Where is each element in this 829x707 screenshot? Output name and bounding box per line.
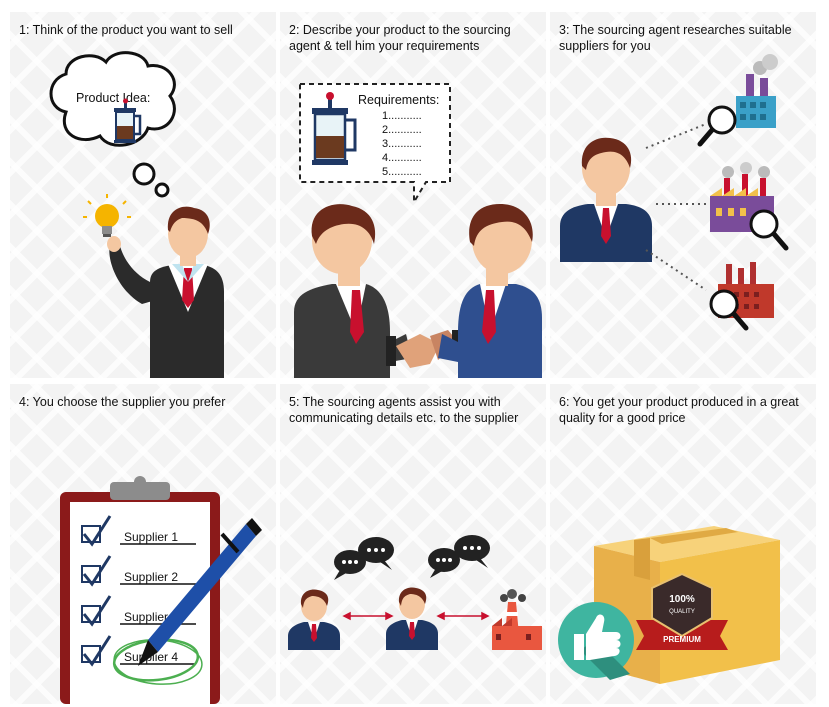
businessman-figure — [107, 206, 224, 378]
step-6-text: 6: You get your product produced in a gr… — [559, 395, 799, 425]
requirement-line: 3........... — [382, 138, 422, 150]
supplier-label: Supplier 1 — [124, 530, 178, 544]
bubble-label: Product Idea: — [76, 91, 150, 105]
step-4-illustration: Supplier 1 Supplier 2 Supplier 3 Supplie… — [60, 476, 262, 704]
french-press-icon — [312, 92, 357, 165]
step-3-panel: 3: The sourcing agent researches suitabl… — [550, 12, 816, 378]
step-1-text: 1: Think of the product you want to sell — [19, 23, 233, 37]
checklist: Supplier 1 Supplier 2 Supplier 3 Supplie… — [81, 515, 196, 667]
speech-bubbles-icon — [334, 537, 394, 580]
step-6-panel: 6: You get your product produced in a gr… — [550, 384, 816, 704]
arrow-icon — [342, 611, 394, 621]
step-5-illustration — [288, 535, 542, 650]
factory-icon — [492, 589, 542, 650]
quality-seal: 100% QUALITY PREMIUM — [636, 572, 728, 650]
step-3-text: 3: The sourcing agent researches suitabl… — [559, 23, 792, 53]
step-4-text: 4: You choose the supplier you prefer — [19, 395, 226, 409]
step-3-illustration — [560, 54, 789, 331]
client-figure — [288, 589, 340, 650]
step-6-illustration: 100% QUALITY PREMIUM — [558, 526, 780, 684]
step-2-panel: 2: Describe your product to the sourcing… — [280, 12, 546, 378]
magnifier-icon — [709, 289, 749, 331]
pen-icon — [138, 518, 262, 666]
step-2-text: 2: Describe your product to the sourcing… — [289, 23, 511, 53]
supplier-label: Supplier 4 — [124, 650, 178, 664]
step-1-panel: 1: Think of the product you want to sell… — [10, 12, 276, 378]
requirement-line: 4........... — [382, 152, 422, 164]
step-2-illustration: Requirements: 1........... 2........... … — [294, 83, 542, 378]
french-press-icon — [114, 98, 142, 143]
speech-bubbles-icon — [428, 535, 490, 578]
thought-cloud — [49, 51, 176, 198]
step-5-panel: 5: The sourcing agents assist you with c… — [280, 384, 546, 704]
checkbox-icon — [81, 515, 112, 547]
ribbon-text: PREMIUM — [663, 635, 701, 644]
step-5-text: 5: The sourcing agents assist you with c… — [289, 395, 519, 425]
connector-lines — [645, 123, 710, 291]
magnifier-icon — [749, 209, 789, 251]
factory-icon — [736, 54, 778, 128]
requirement-line: 5........... — [382, 166, 422, 178]
step-4-panel: 4: You choose the supplier you prefer — [10, 384, 276, 704]
thumbs-up-icon — [558, 602, 634, 680]
seal-text: QUALITY — [669, 609, 695, 615]
step-1-illustration: Product Idea: — [49, 51, 224, 378]
sourcing-agent-figure — [438, 204, 542, 378]
magnifier-icon — [697, 105, 737, 147]
requirement-line: 1........... — [382, 110, 422, 122]
seal-text: 100% — [669, 594, 695, 605]
sourcing-agent-figure — [560, 137, 652, 262]
requirements-title: Requirements: — [358, 93, 439, 107]
supplier-label: Supplier 2 — [124, 570, 178, 584]
arrow-icon — [436, 611, 490, 621]
checkbox-icon — [81, 555, 112, 587]
sourcing-agent-figure — [386, 587, 438, 650]
checkbox-icon — [81, 635, 112, 667]
light-bulb-icon — [83, 194, 131, 237]
requirement-line: 2........... — [382, 124, 422, 136]
checkbox-icon — [81, 595, 112, 627]
